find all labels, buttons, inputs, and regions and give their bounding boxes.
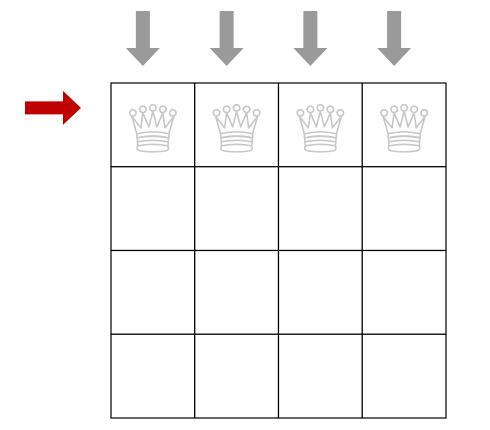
board-cell-r2-c3 bbox=[277, 166, 363, 252]
arrow-right-icon bbox=[25, 90, 81, 125]
arrow-down-icon bbox=[377, 11, 412, 66]
board-cell-r3-c1 bbox=[110, 249, 196, 335]
board-cell-r4-c3 bbox=[277, 333, 363, 419]
arrows-layer bbox=[25, 11, 412, 125]
board-cell-r2-c2 bbox=[194, 166, 280, 252]
arrow-down-icon bbox=[125, 11, 160, 66]
board-cell-r4-c4 bbox=[361, 333, 447, 419]
arrow-down-icon bbox=[293, 11, 328, 66]
arrow-down-icon bbox=[209, 11, 244, 66]
board-cell-r4-c2 bbox=[194, 333, 280, 419]
board-cell-r2-c4 bbox=[361, 166, 447, 252]
board-cell-r3-c3 bbox=[277, 249, 363, 335]
board-cell-r4-c1 bbox=[110, 333, 196, 419]
board-cell-r2-c1 bbox=[110, 166, 196, 252]
board-cell-r3-c4 bbox=[361, 249, 447, 335]
board-cell-r3-c2 bbox=[194, 249, 280, 335]
chess-board bbox=[110, 82, 447, 419]
